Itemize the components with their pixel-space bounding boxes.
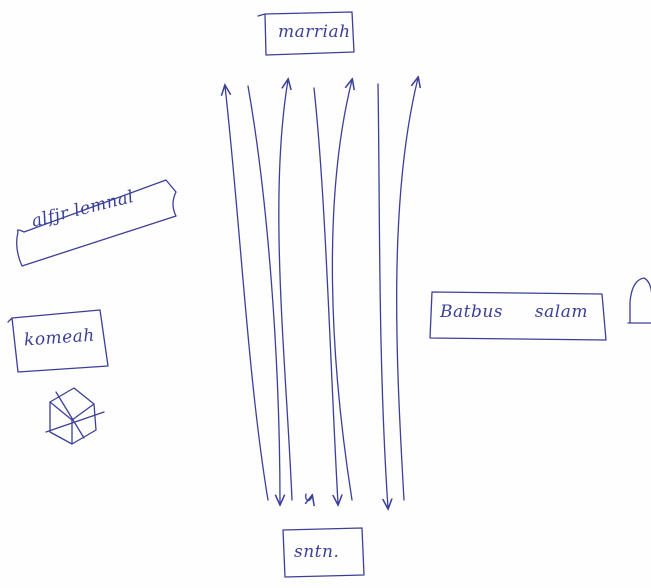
upward-arrow-4: [397, 78, 418, 500]
upward-arrow-1: [225, 86, 268, 500]
upward-arrow-3: [332, 80, 352, 500]
cube-icon: [46, 388, 104, 444]
top-box-label: marriah: [278, 22, 351, 42]
downward-arrow-4: [306, 494, 312, 500]
downward-arrow-1: [248, 86, 280, 504]
downward-arrow-2: [314, 88, 338, 504]
upward-arrow-2: [279, 80, 292, 500]
downward-arrow-3: [378, 84, 388, 508]
bottom-box-label: sntn.: [294, 542, 339, 562]
right-box-label: Batbus salam: [440, 302, 588, 322]
tombstone-icon: [630, 278, 651, 322]
